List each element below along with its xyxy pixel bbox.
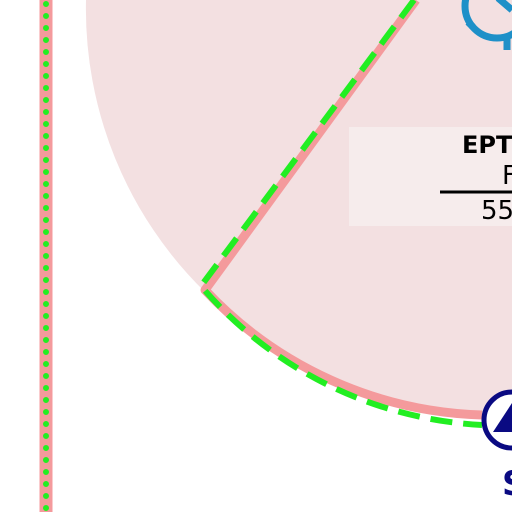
station-label: S	[502, 464, 512, 504]
airspace-label[interactable]: EPTI F 55	[349, 127, 512, 226]
airspace-limit: 55	[481, 196, 512, 226]
airspace-sector-dashed-border	[197, 0, 483, 428]
airspace-zone-fill[interactable]	[85, 0, 512, 416]
compass-rose-icon[interactable]	[461, 0, 512, 50]
airspace-class: F	[502, 161, 512, 191]
airspace-label-box	[349, 127, 512, 226]
triangle-station-icon[interactable]	[481, 389, 512, 451]
airspace-name: EPTI	[462, 131, 512, 159]
airspace-sector-border	[200, 0, 483, 420]
